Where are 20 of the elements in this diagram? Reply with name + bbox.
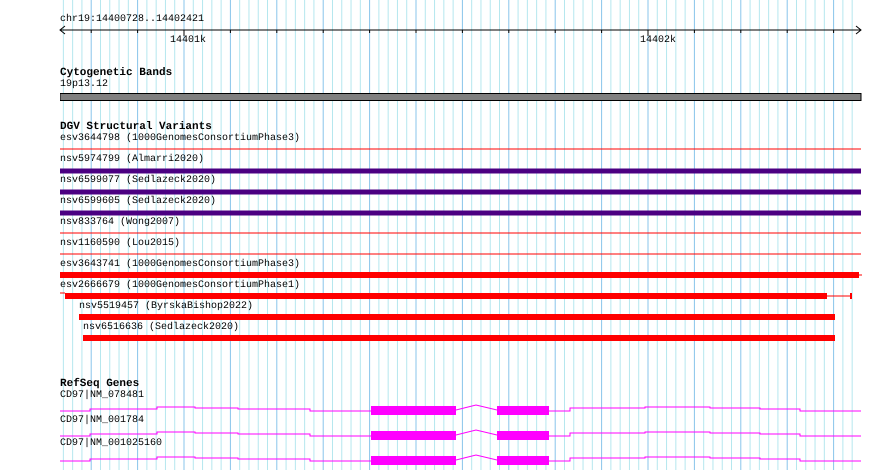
feature-label: nsv6516636 (Sedlazeck2020) [83,323,240,333]
feature-label: esv3644798 (1000GenomesConsortiumPhase3) [60,134,300,144]
feature-label: CD97|NM_001025160 [60,439,162,449]
feature-label: esv3643741 (1000GenomesConsortiumPhase3) [60,260,300,270]
feature-label: nsv5974799 (Almarri2020) [60,155,204,165]
tick-label: 14402k [640,36,676,46]
feature-label: esv2666679 (1000GenomesConsortiumPhase1) [60,281,300,291]
feature-label: 19p13.12 [60,80,108,90]
track-title: Cytogenetic Bands [60,68,172,79]
feature-label: nsv6599605 (Sedlazeck2020) [60,197,216,207]
feature-label: nsv6599077 (Sedlazeck2020) [60,176,216,186]
feature-label: nsv1160590 (Lou2015) [60,239,180,249]
tick-label: 14401k [170,36,206,46]
feature-label: nsv833764 (Wong2007) [60,218,180,228]
track-title: DGV Structural Variants [60,122,212,133]
track-title: RefSeq Genes [60,379,140,390]
feature-label: CD97|NM_001784 [60,416,144,426]
feature-label: CD97|NM_078481 [60,391,144,401]
feature-label: nsv5519457 (ByrskaBishop2022) [79,302,254,312]
coordinate-range: chr19:14400728..14402421 [60,15,204,25]
